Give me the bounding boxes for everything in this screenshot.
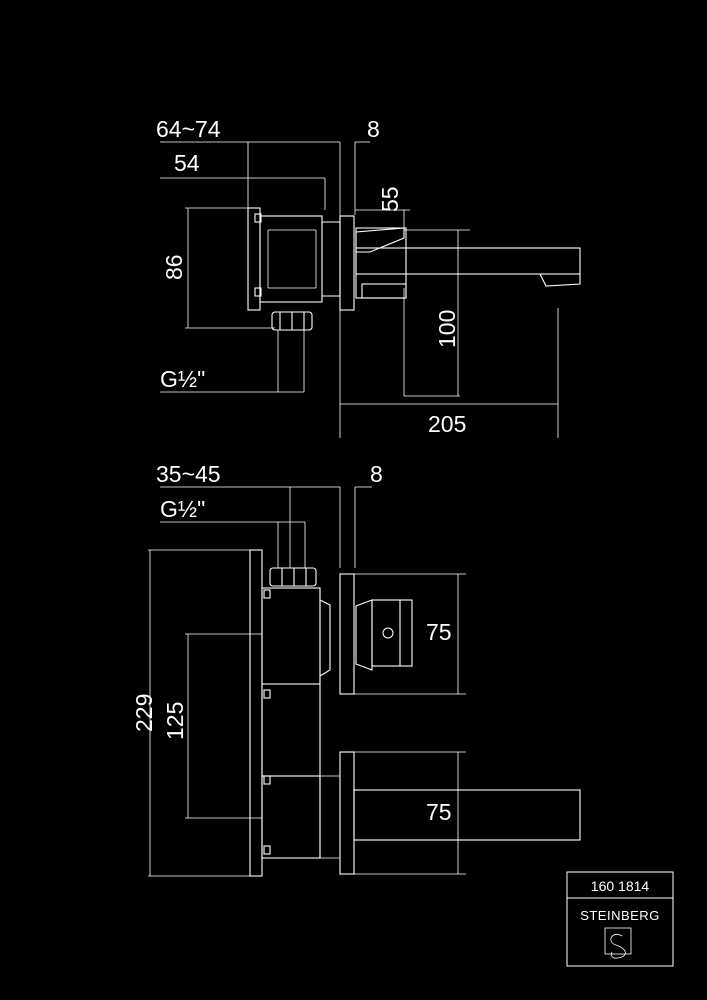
title-block: [566, 871, 674, 967]
dim-205-label: 205: [428, 411, 466, 437]
dim-thread-top-label: G½": [160, 366, 205, 392]
brand-name: STEINBERG: [580, 908, 660, 923]
dim-229-label: 229: [131, 694, 157, 732]
dim-86-label: 86: [161, 254, 187, 280]
dim-64-74-label: 64~74: [156, 116, 221, 142]
bottom-view: [148, 486, 581, 877]
steinberg-logo-icon: [610, 934, 626, 959]
dim-75-handle-label: 75: [426, 619, 452, 645]
dim-8-bottom-label: 8: [370, 461, 383, 487]
dim-54-label: 54: [174, 150, 200, 176]
dim-55-label: 55: [377, 186, 403, 212]
dim-8-top-label: 8: [367, 116, 380, 142]
dim-thread-bottom-label: G½": [160, 496, 205, 522]
dim-125-label: 125: [162, 702, 188, 740]
dim-35-45-label: 35~45: [156, 461, 221, 487]
dim-75-spout-label: 75: [426, 799, 452, 825]
top-side-view: [160, 141, 581, 438]
product-code: 160 1814: [591, 878, 650, 894]
dim-100-label: 100: [434, 310, 460, 348]
